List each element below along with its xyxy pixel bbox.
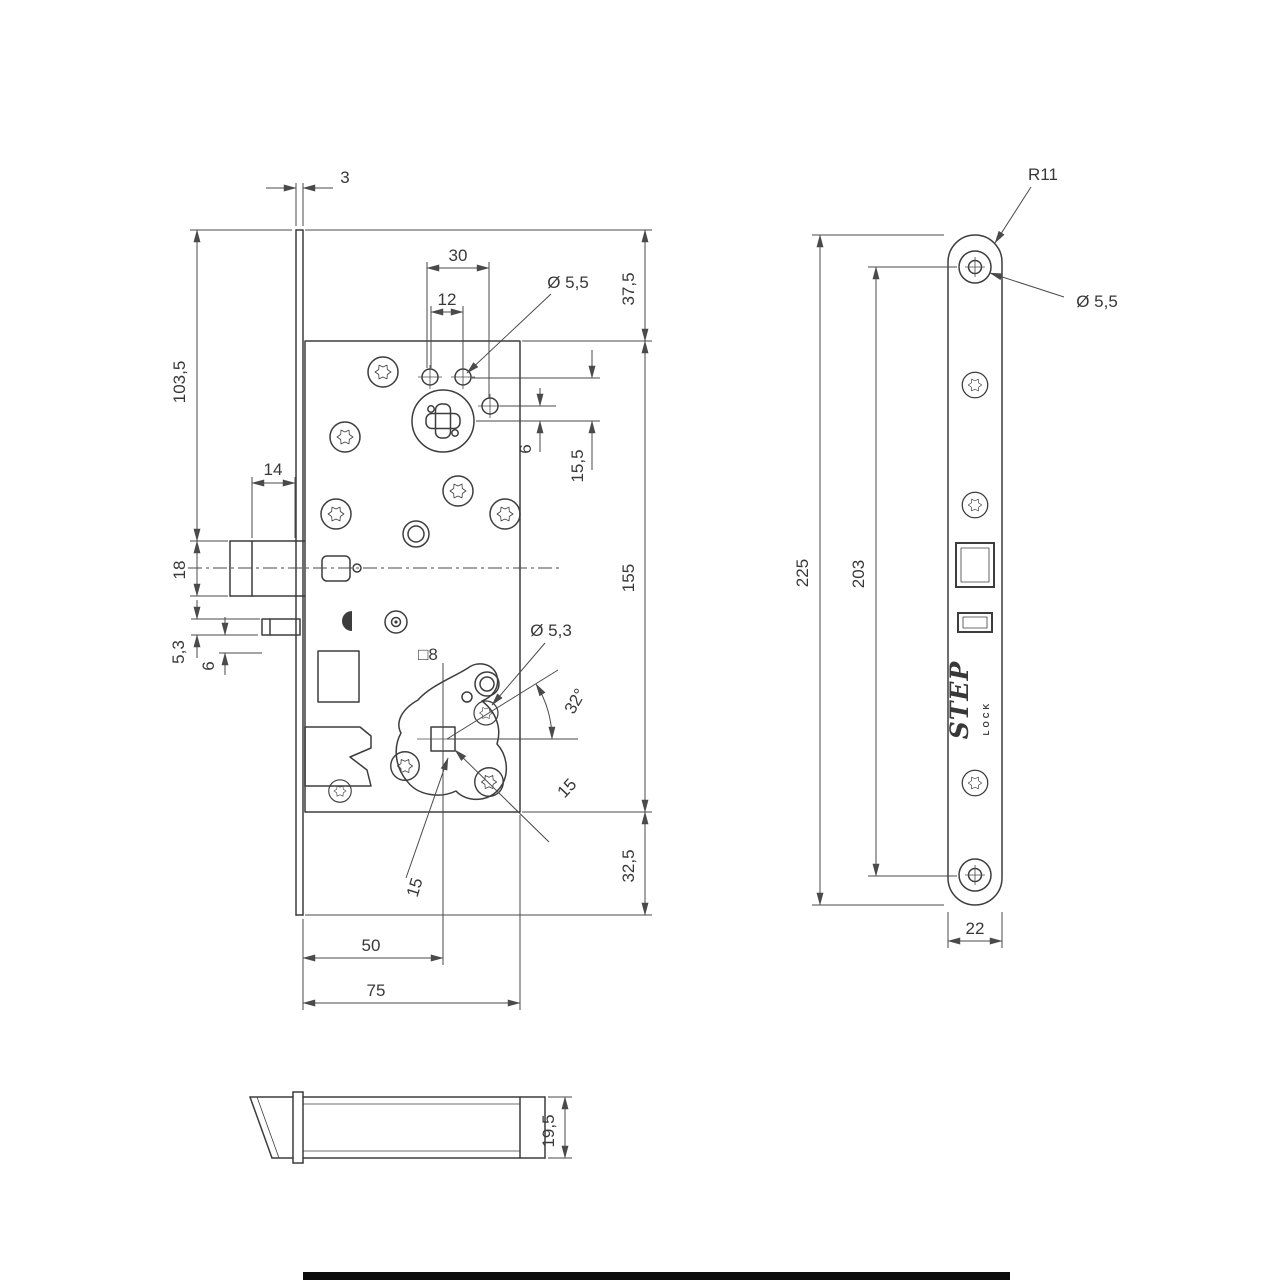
dim-depth-75: 75 [367,981,386,1000]
dim-width-22: 22 [966,919,985,938]
countersunk-hole-top [958,250,992,284]
cam-plate [390,663,507,801]
dim-spacing-30: 30 [449,246,468,265]
dim-corner-r11: R11 [1028,165,1058,184]
main-view-lock-case: 3 103,5 18 14 5,3 6 [169,168,652,1010]
lock-case-outline [304,340,521,813]
dim-spacing-12: 12 [438,290,457,309]
torx-screw [961,769,989,797]
deadbolt-slot [957,612,993,633]
latch-opening [955,542,995,588]
brand-logo: STEP LOCK [945,661,991,740]
dim-radius-15-b: 15 [403,876,427,900]
torx-screw-bosses [320,356,521,803]
dim-latch-14: 14 [264,460,283,479]
bottom-bar [303,1272,1010,1280]
dim-latch-18: 18 [170,561,189,580]
brand-sub: LOCK [982,701,991,736]
spindle-hub [411,389,475,453]
dim-spacing-203: 203 [849,560,868,588]
torx-screw [367,356,399,388]
dim-radius-15-a: 15 [554,775,581,802]
deadlocking-wedge [304,726,372,787]
dim-hole-dia-5-5: Ø 5,5 [547,273,589,292]
dim-face-hole-dia: Ø 5,5 [1076,292,1118,311]
dim-top-offset-37-5: 37,5 [619,272,638,305]
dim-plate-thickness: 3 [340,168,349,187]
dim-cam-hole-5-3: Ø 5,3 [530,621,572,640]
dim-pin-5-3: 5,3 [169,640,188,664]
faceplate-outline [947,234,1003,906]
torx-screw [390,751,420,781]
dim-total-225: 225 [793,559,812,587]
latch-bevel [249,1096,294,1159]
dim-angle-32: 32° [561,685,590,717]
face-view-faceplate: STEP LOCK 225 203 22 R11 Ø 5,5 [793,165,1118,948]
dim-height-19-5: 19,5 [539,1114,558,1147]
half-moon-detail [342,611,352,631]
dim-offset-6: 6 [516,444,535,453]
countersunk-hole-bottom [958,858,992,892]
dim-pin-6: 6 [199,661,218,670]
dim-square-8: □8 [418,645,438,664]
torx-screw [328,779,352,803]
dim-offset-15-5: 15,5 [568,449,587,482]
faceplate-cross-section [292,1091,304,1164]
torx-screw [474,767,504,797]
dim-bottom-32-5: 32,5 [619,849,638,882]
spring-box [317,650,360,703]
pivot-boss [384,610,408,634]
torx-screw [329,421,361,453]
latch-body-bottom [302,1096,546,1159]
face-view-dimensions: 225 203 22 R11 Ø 5,5 [793,165,1118,948]
main-view-dimensions: 3 103,5 18 14 5,3 6 [169,168,652,1010]
torx-screw [320,498,352,530]
brand-name: STEP [945,661,974,740]
mount-hole [477,393,503,419]
bottom-view-latch: 19,5 [249,1091,572,1164]
plain-boss [402,520,430,548]
auxiliary-pin [261,618,301,636]
bottom-view-dimensions: 19,5 [539,1096,572,1159]
torx-screw [489,498,521,530]
dim-case-155: 155 [619,564,638,592]
torx-screw [961,371,989,399]
faceplate-edge [295,229,304,916]
mount-hole [417,364,443,390]
torx-screw [961,491,989,519]
dim-backset-50: 50 [362,936,381,955]
torx-screw [442,475,474,507]
dim-height-103-5: 103,5 [170,361,189,404]
